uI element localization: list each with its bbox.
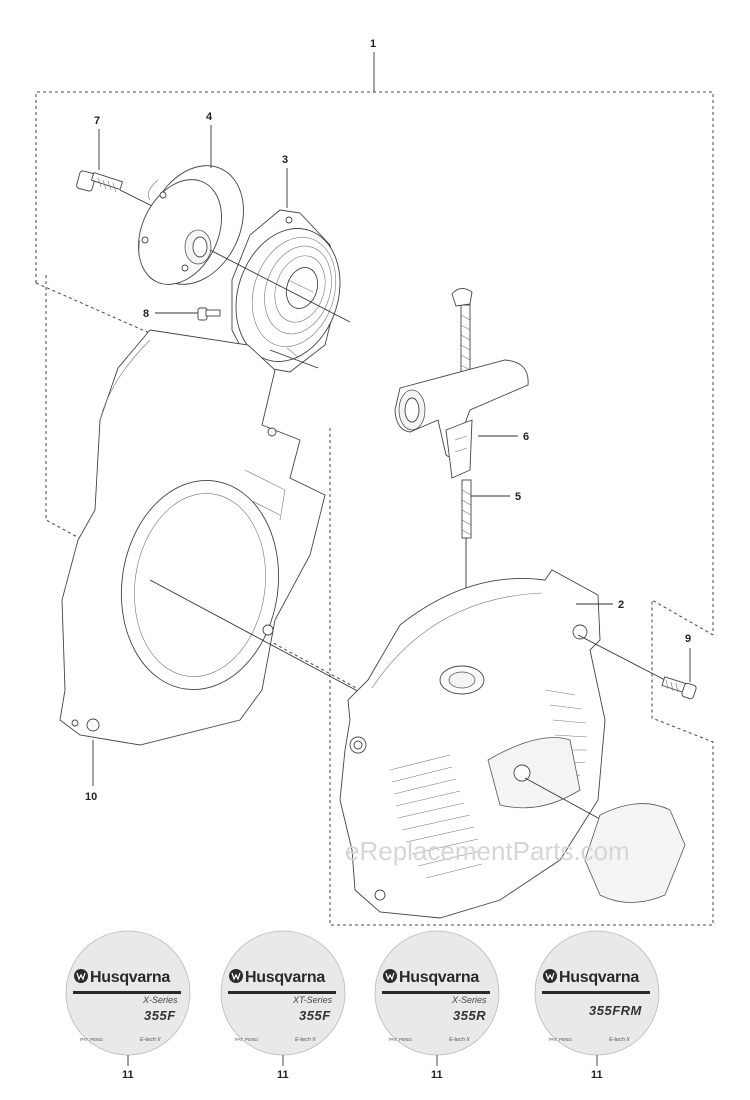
decal-3-brand: Husqvarna: [399, 969, 479, 986]
decal-1-pat: PAT. PEND.: [80, 1037, 104, 1042]
screw-part-8: [197, 307, 221, 321]
decal-1-etech: E-tech II: [140, 1037, 161, 1043]
watermark: eReplacementParts.com: [345, 836, 630, 866]
callout-5: 5: [515, 491, 521, 503]
husqvarna-crown-icon: [543, 969, 557, 983]
callout-11-a: 11: [122, 1069, 134, 1081]
decal-2-pat: PAT. PEND.: [235, 1037, 259, 1042]
decal-2: Husqvarna XT-Series 355F PAT. PEND. E-te…: [220, 930, 346, 1056]
decal-2-rule: [228, 991, 336, 994]
decal-3-rule: [382, 991, 490, 994]
cover-group-boundary-right: [329, 428, 714, 926]
decal-3-series: X-Series: [451, 995, 487, 1005]
decal-2-etech: E-tech II: [295, 1037, 316, 1043]
decal-3: Husqvarna X-Series 355R PAT. PEND. E-tec…: [374, 930, 500, 1056]
decal-4-rule: [542, 991, 650, 994]
callout-6: 6: [523, 431, 529, 443]
decal-4-etech: E-tech II: [609, 1037, 630, 1043]
callout-11-c: 11: [431, 1069, 443, 1081]
callout-1: 1: [370, 38, 376, 50]
decal-3-etech: E-tech II: [449, 1037, 470, 1043]
spring-cassette-part-3: [231, 209, 341, 373]
decal-2-brand: Husqvarna: [245, 969, 325, 986]
callout-8: 8: [143, 308, 149, 320]
decal-1: Husqvarna X-Series 355F PAT. PEND. E-tec…: [65, 930, 191, 1056]
callout-2: 2: [618, 599, 624, 611]
decal-4: Husqvarna 355FRM PAT. PEND. E-tech II: [534, 930, 660, 1056]
leader-3-b: [269, 349, 319, 369]
callout-4: 4: [206, 111, 213, 123]
callout-11-d: 11: [591, 1069, 603, 1081]
decal-2-model: 355F: [299, 1008, 331, 1023]
decal-1-brand: Husqvarna: [90, 969, 170, 986]
decal-1-rule: [73, 991, 181, 994]
husqvarna-crown-icon: [74, 969, 88, 983]
husqvarna-crown-icon: [383, 969, 397, 983]
window-cover: [584, 803, 686, 903]
screw-part-7: [76, 170, 124, 193]
decal-4-brand: Husqvarna: [559, 969, 639, 986]
decal-4-model: 355FRM: [589, 1003, 643, 1018]
callout-3: 3: [282, 154, 288, 166]
assembly-boundary-1: [35, 91, 714, 635]
starter-housing-part-2: [339, 569, 606, 919]
decal-3-model: 355R: [453, 1008, 486, 1023]
decal-4-pat: PAT. PEND.: [549, 1037, 573, 1042]
leader-3-axis: [209, 249, 351, 323]
decal-1-model: 355F: [144, 1008, 176, 1023]
callout-9: 9: [685, 633, 691, 645]
decal-1-series: X-Series: [142, 995, 178, 1005]
decal-2-series: XT-Series: [292, 995, 333, 1005]
starter-handle-part-6: [394, 359, 529, 479]
bolt-part-9: [661, 676, 697, 700]
decal-3-pat: PAT. PEND.: [389, 1037, 413, 1042]
callout-7: 7: [94, 115, 100, 127]
callout-11-b: 11: [277, 1069, 289, 1081]
fan-cover-part-10: [59, 329, 326, 746]
leader-10-axis: [149, 579, 366, 696]
husqvarna-crown-icon: [229, 969, 243, 983]
leader-9-axis: [577, 634, 666, 681]
callout-10: 10: [85, 791, 97, 803]
